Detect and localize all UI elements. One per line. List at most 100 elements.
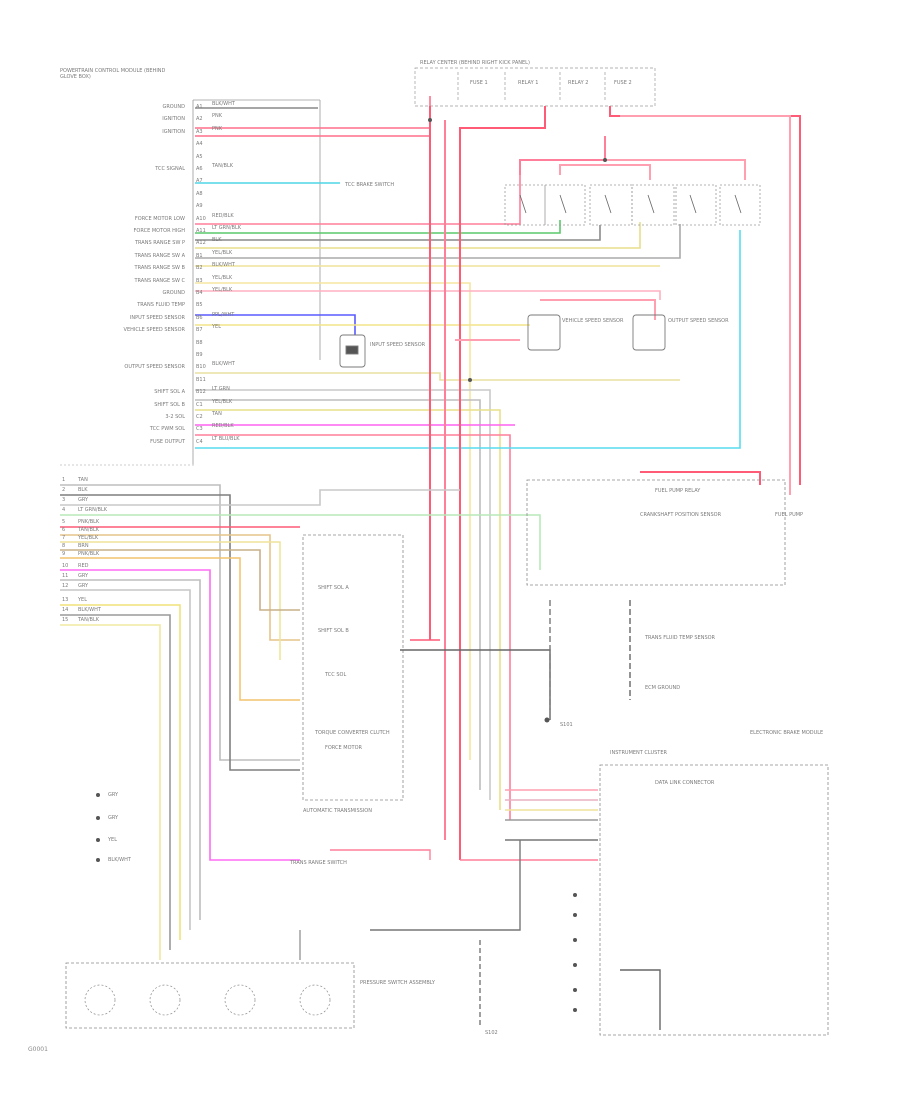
label-splice-1: S101 (560, 722, 573, 728)
label-trans-fluid-temp: TRANS FLUID TEMP SENSOR (645, 635, 716, 641)
ecm-pin-label: IGNITION (162, 128, 185, 135)
ecm-pin-label: 3-2 SOL (165, 414, 185, 420)
ecm-pin-number: A9 (196, 203, 203, 210)
label-instrument-cluster: INSTRUMENT CLUSTER (610, 750, 667, 756)
ecm-pin-label: INPUT SPEED SENSOR (129, 314, 185, 321)
left-connector-label: LT GRN/BLK (78, 507, 108, 513)
left-connector-label: PNK/BLK (78, 519, 100, 525)
ecm-pin-number: B4 (196, 290, 203, 296)
label-tcc-sol: TCC SOL (325, 672, 347, 678)
left-pin-number: 2 (62, 487, 66, 493)
left-connector-label: BRN (78, 543, 89, 549)
right-modules (65, 479, 829, 1036)
left-connector-label: GRY (78, 497, 89, 503)
ecm-pin-number: A2 (196, 116, 203, 123)
ecm-pin-number: A11 (196, 228, 206, 234)
ecm-pin-label: TCC PWM SOL (149, 426, 185, 433)
ecm-wire-bundle (195, 96, 741, 820)
label-fuel-pump-relay: FUEL PUMP RELAY (655, 488, 701, 494)
relay-label-relay-2: RELAY 2 (568, 80, 589, 86)
ecm-wire-color-label: BLK/WHT (212, 262, 235, 269)
ecm-pin-label: TCC SIGNAL (155, 166, 185, 172)
footer-code: G0001 (28, 1046, 48, 1053)
ecm-pin-label: TRANS RANGE SW A (134, 252, 185, 259)
left-pin-number: 10 (62, 563, 69, 569)
ecm-wire-color-label: YEL/BLK (212, 287, 233, 293)
ecm-pin-number: A8 (196, 190, 203, 197)
ecm-pin-label: GROUND (162, 290, 185, 296)
auto-trans-outline (302, 534, 404, 801)
label-oss: OUTPUT SPEED SENSOR (668, 318, 729, 324)
left-connector-label: BLK (78, 487, 88, 493)
relay-center-box (414, 67, 656, 107)
power-feed-wires (429, 106, 801, 860)
ecm-pin-label: FORCE MOTOR HIGH (133, 228, 185, 234)
relay-switch-contacts (519, 194, 742, 214)
ecm-block-title: POWERTRAIN CONTROL MODULE (BEHIND GLOVE … (60, 68, 166, 80)
fuel-module-outline (526, 479, 786, 586)
ecm-wire-color-label: BLK/WHT (212, 101, 235, 107)
wire-shift-b (195, 399, 481, 790)
ecm-wire-color-label: BLK/WHT (212, 361, 235, 368)
label-vss: VEHICLE SPEED SENSOR (562, 318, 624, 324)
ecm-pin-number: A7 (196, 178, 203, 185)
left-connector-label: GRY (78, 583, 89, 589)
bottom-left-label-1: GRY (108, 792, 119, 798)
label-tcc-brake-switch: TCC BRAKE SWITCH (345, 182, 395, 188)
ecm-pin-label: IGNITION (162, 116, 185, 123)
ecm-wire-color-label: YEL/BLK (212, 249, 233, 256)
transmission-box (302, 534, 404, 801)
ecm-wire-color-label: PPL/WHT (212, 311, 235, 318)
ecm-pin-label: TRANS FLUID TEMP (137, 302, 185, 309)
relay-block (414, 67, 656, 107)
ecm-pin-number: C1 (196, 401, 203, 408)
ecm-pin-number: B12 (196, 389, 206, 396)
ecm-pin-label: SHIFT SOL B (154, 401, 185, 408)
ecm-pin-label: TRANS RANGE SW B (134, 265, 185, 272)
label-pressure-switch: PRESSURE SWITCH ASSEMBLY (360, 980, 435, 986)
ecm-pin-number: A12 (196, 240, 206, 247)
ecm-pin-label: SHIFT SOL A (154, 389, 185, 396)
left-connector-label: TAN (78, 477, 88, 483)
left-pin-number: 9 (62, 551, 66, 557)
ecm-pin-number: B8 (196, 339, 203, 346)
module-vss-box (527, 314, 561, 351)
feed-splice-c (559, 164, 651, 180)
left-pin-number: 4 (62, 507, 66, 513)
wire-trans-fluid-temp (195, 290, 661, 300)
ecm-pin-number: B5 (196, 302, 203, 309)
relay-block-title: RELAY CENTER (BEHIND RIGHT KICK PANEL) (420, 60, 530, 66)
ecm-pin-number: A10 (196, 215, 206, 222)
feed-relay-1 (459, 106, 546, 860)
left-pin-number: 11 (62, 573, 69, 579)
ecm-pin-label: TRANS RANGE SW C (134, 277, 185, 284)
label-splice-2: S102 (485, 1030, 498, 1036)
contact-dots (96, 118, 607, 1012)
label-shift-sol-a: SHIFT SOL A (318, 585, 349, 591)
ecm-wire-color-label: YEL/BLK (212, 398, 233, 405)
feed-splice-b (605, 159, 746, 180)
label-force-motor: FORCE MOTOR (325, 745, 362, 751)
ebcm-outline (599, 764, 829, 1036)
ecm-pin-number: A5 (196, 153, 203, 160)
ecm-wire-color-label: BLK (212, 237, 222, 244)
feed-module-2 (540, 299, 656, 320)
bottom-left-label-4: BLK/WHT (108, 857, 131, 863)
left-pin-number: 13 (62, 597, 69, 603)
sensor-modules (339, 314, 666, 368)
ecm-pin-number: A3 (196, 128, 203, 135)
ecm-wire-color-label: LT GRN (212, 386, 230, 393)
ecm-pin-number: B3 (196, 277, 203, 284)
ecm-pin-number: B10 (196, 364, 206, 371)
bottom-left-label-2: GRY (108, 815, 119, 821)
ecm-wire-color-label: RED/BLK (212, 212, 234, 219)
bottom-left-label-3: YEL (108, 837, 117, 843)
feed-splice-a (519, 136, 606, 175)
left-pin-number: 6 (62, 527, 66, 533)
relay-label-fuse-2: FUSE 2 (614, 80, 632, 86)
ecm-pin-number: B1 (196, 252, 203, 259)
label-input-speed-sensor: INPUT SPEED SENSOR (370, 342, 426, 348)
feed-fuel-pump (640, 471, 761, 485)
